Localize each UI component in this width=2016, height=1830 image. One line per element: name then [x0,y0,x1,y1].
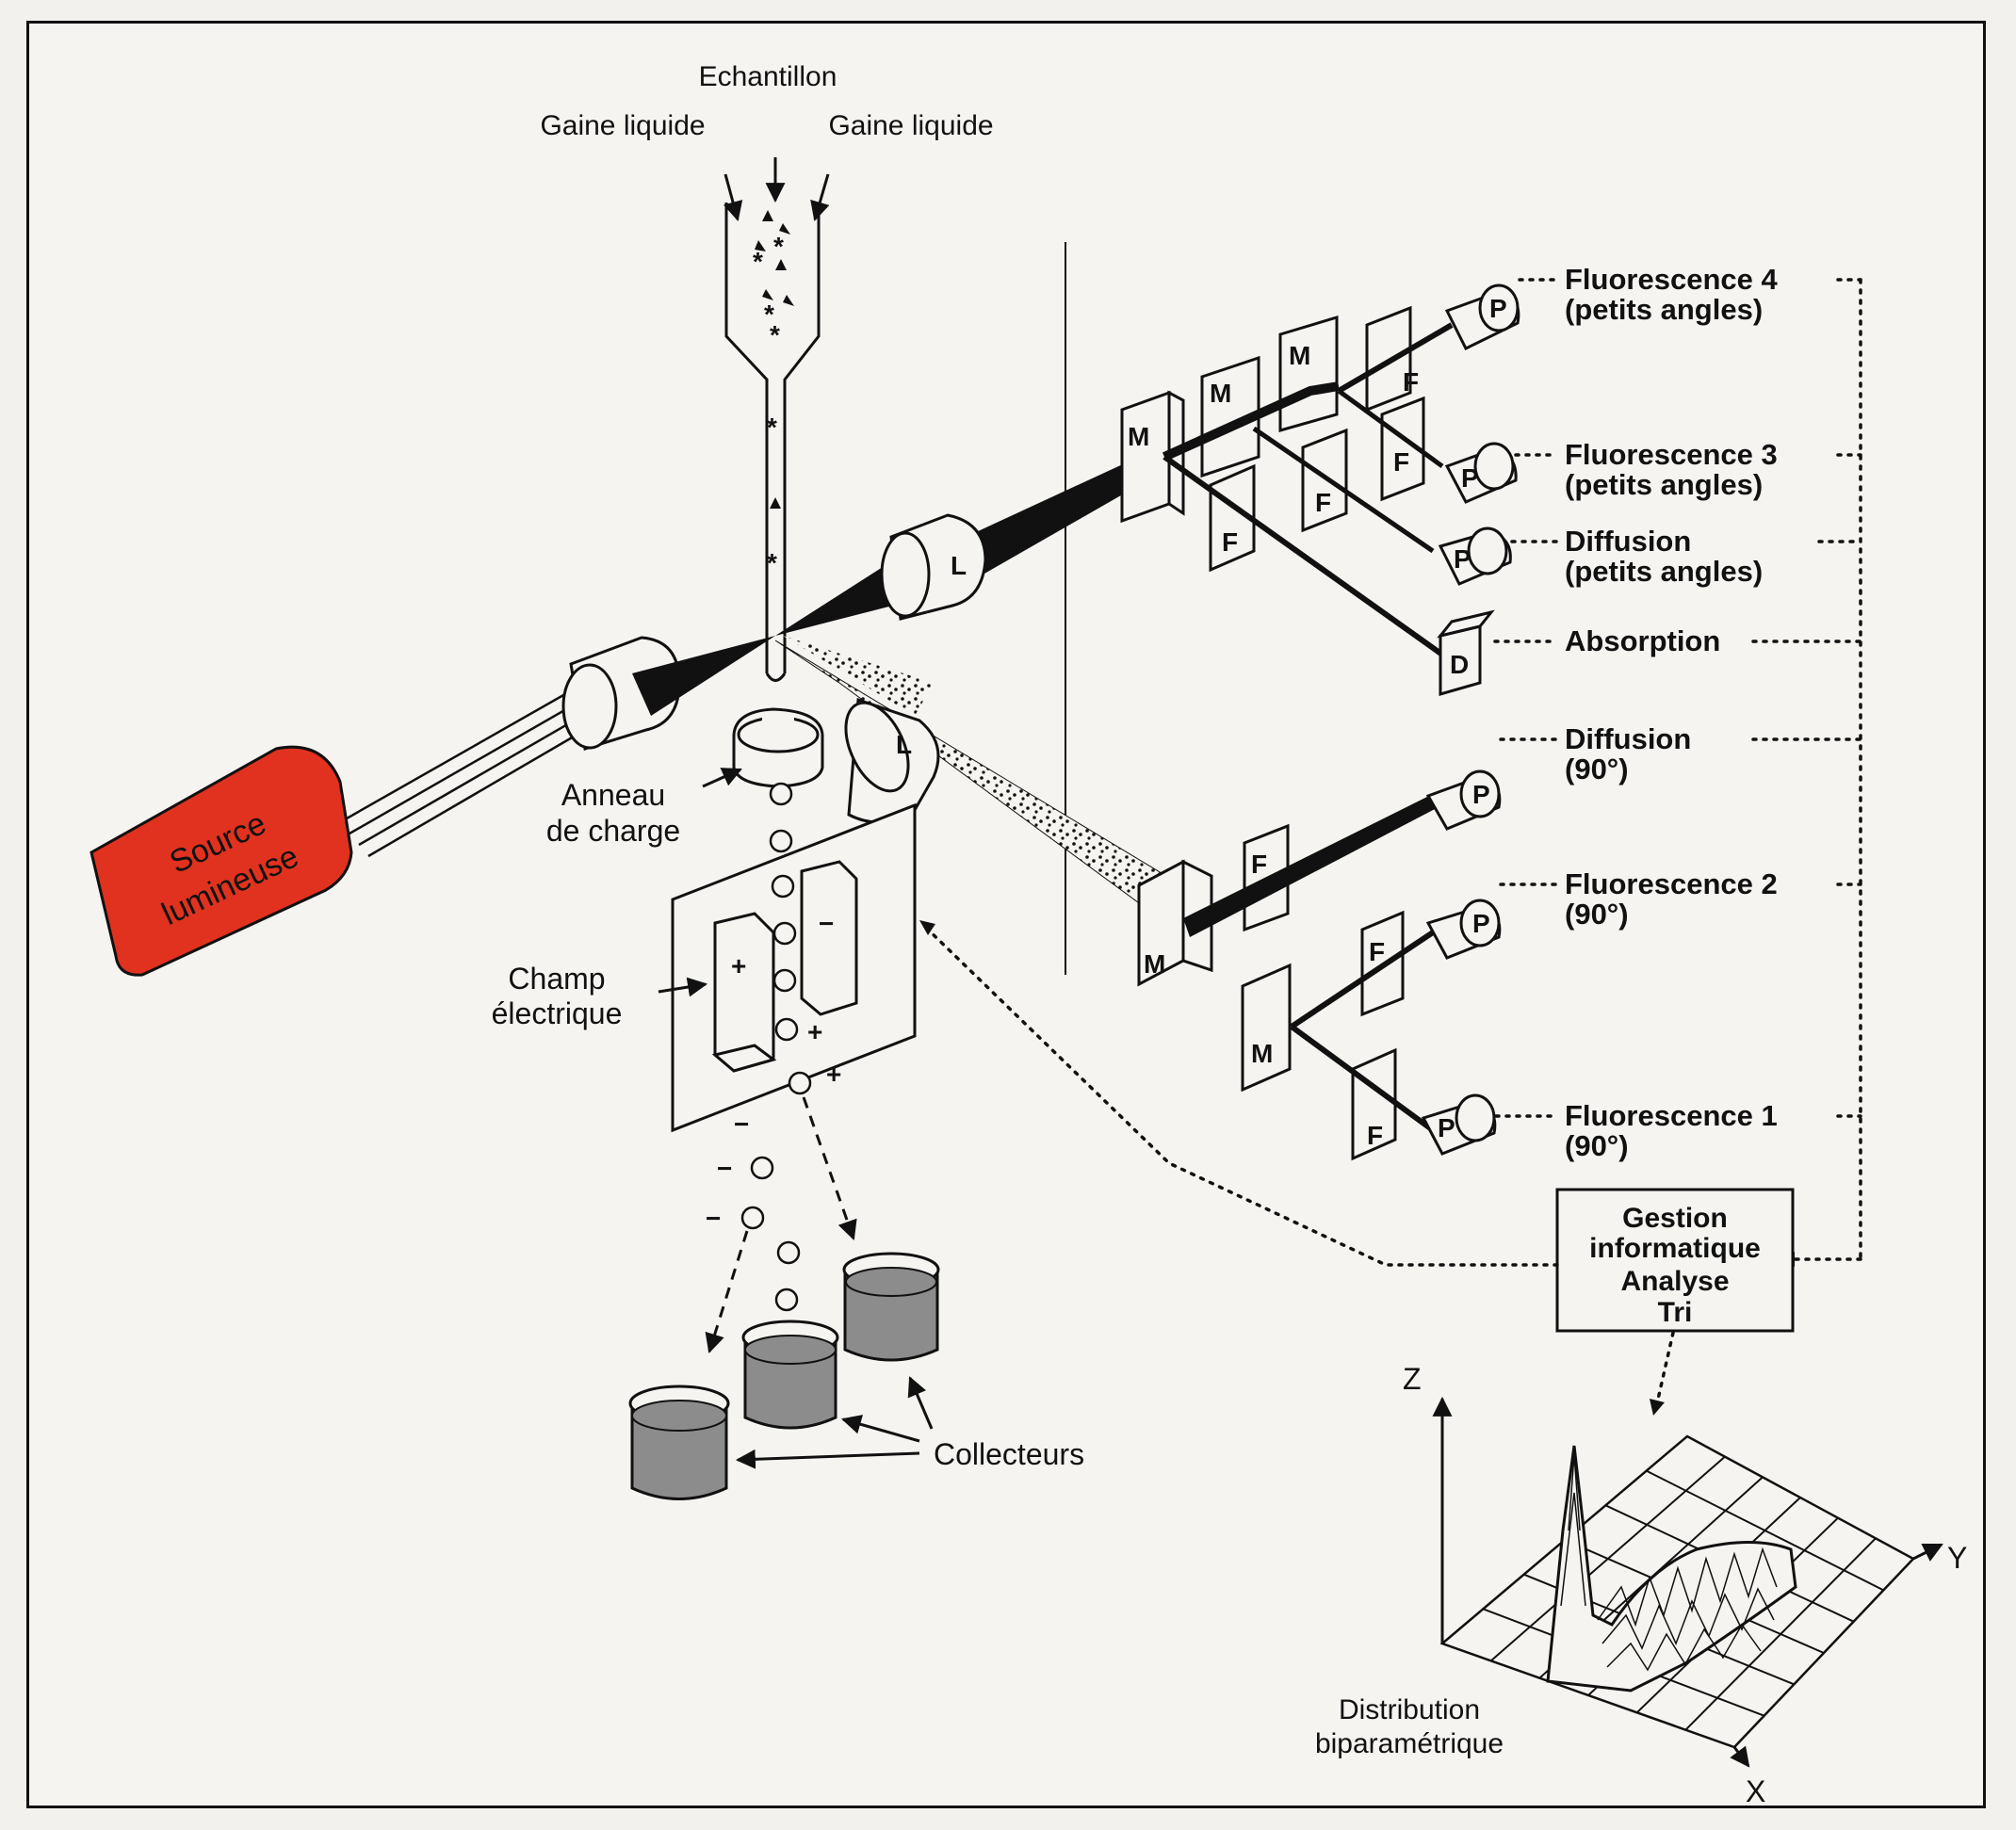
fluo2-label-2: (90°) [1565,898,1629,931]
sheath-left-label: Gaine liquide [540,110,705,141]
collector-2 [741,1320,839,1430]
detector-d-letter: D [1450,650,1469,679]
signal-labels: Fluorescence 4 (petits angles) Fluoresce… [1565,263,1778,1162]
lens-lower: L [844,697,940,824]
electric-field-plate: + − [671,802,917,1133]
light-source: Source lumineuse [89,681,609,977]
detector-p-fluo1-letter: P [1438,1113,1455,1142]
drop-plus-1: + [807,1017,822,1046]
filter-f-letter: F [1369,937,1385,966]
mirror-3-letter: M [1289,341,1310,370]
svg-text:*: * [753,247,763,276]
detector-p-fluo4-letter: P [1489,294,1507,323]
svg-text:*: * [773,232,784,261]
detector-p-diffusion-small: P [1438,526,1512,586]
fluo3-label-1: Fluorescence 3 [1565,438,1778,471]
mirror-5-letter: M [1251,1039,1273,1068]
svg-text:*: * [767,413,777,442]
computer-label-1: Gestion [1622,1203,1728,1234]
axis-x-label: X [1746,1774,1765,1806]
detector-p-fluo3: P [1444,442,1518,504]
diffusion90-label-2: (90°) [1565,753,1629,785]
filter-b-letter: F [1315,488,1331,517]
axis-y-label: Y [1947,1541,1967,1575]
detector-p-fluo2-letter: P [1472,909,1490,938]
charge-ring-label-1: Anneau [561,778,665,812]
lens-upper-letter: L [951,551,967,580]
charge-ring [732,707,824,788]
drop-minus-1: − [734,1109,749,1139]
detector-p-fluo2: P [1425,899,1502,960]
flow-nozzle: * * * * * * [723,157,830,682]
flow-cytometer-diagram: * * * * * * Echantillon Gaine liquide Ga… [89,61,1967,1806]
diffusion-small-label-2: (petits angles) [1565,555,1763,588]
filter-c-letter: F [1393,447,1409,477]
figure-frame: * * * * * * Echantillon Gaine liquide Ga… [26,21,1986,1808]
sheath-right-label: Gaine liquide [828,110,993,141]
computer-box: Gestion informatique Analyse Tri [1555,1188,1795,1333]
axis-z-label: Z [1403,1362,1422,1396]
minus-plate-sign: − [819,909,834,938]
collector-1 [628,1385,730,1500]
detector-p-diffusion90-letter: P [1472,780,1490,809]
focusing-lens [561,636,681,751]
detector-p-fluo4: P [1444,283,1520,351]
drop-plus-2: + [826,1060,841,1089]
distribution-plot: Z Y X Distribution biparamétrique [1315,1362,1967,1806]
filter-g-letter: F [1367,1121,1383,1150]
mirror-1-letter: M [1128,422,1149,451]
distribution-label-2: biparamétrique [1315,1728,1504,1759]
detector-d-absorption: D [1437,609,1495,696]
svg-text:*: * [770,320,780,349]
drop-minus-3: − [706,1204,721,1233]
computer-label-3: Analyse [1620,1266,1729,1297]
fluo4-label-2: (petits angles) [1565,293,1763,326]
plus-plate-sign: + [731,951,746,980]
lens-upper: L [880,513,987,621]
light-source-body [89,745,353,977]
fluo1-label-2: (90°) [1565,1129,1629,1162]
svg-text:*: * [764,300,774,329]
mirror-2-letter: M [1210,379,1231,408]
detector-p-diffusion-small-letter: P [1454,544,1471,574]
mirror-4-letter: M [1144,949,1165,979]
electric-field-label-1: Champ [508,962,605,996]
plot-grid-line [1684,1537,1877,1731]
lower-optics: M M F F F P P P [1137,769,1502,1161]
collectors-label: Collecteurs [934,1437,1084,1471]
charge-ring-label-2: de charge [546,814,680,848]
electric-field-label-2: électrique [492,996,623,1030]
filter-e-letter: F [1251,850,1267,879]
computer-label-4: Tri [1658,1297,1693,1328]
distribution-label-1: Distribution [1339,1694,1480,1725]
filter-d-letter: F [1403,367,1419,397]
detector-p-fluo3-letter: P [1461,463,1479,493]
sample-label: Echantillon [699,61,837,92]
filter-a-letter: F [1222,527,1238,557]
droplets [740,782,812,1359]
fluo3-label-2: (petits angles) [1565,468,1763,501]
collector-3 [842,1252,940,1362]
upper-optics: M M M F F F F P P [1120,283,1520,696]
fluo4-label-1: Fluorescence 4 [1565,263,1778,296]
detector-p-fluo1: P [1421,1093,1497,1156]
fluo2-label-1: Fluorescence 2 [1565,867,1778,900]
lens-lower-letter: L [896,730,912,759]
diffusion90-label-1: Diffusion [1565,722,1691,755]
absorption-label: Absorption [1565,624,1720,657]
fluo1-label-1: Fluorescence 1 [1565,1099,1778,1132]
diffusion-small-label-1: Diffusion [1565,525,1691,558]
detector-p-diffusion90: P [1425,769,1502,831]
svg-text:*: * [767,548,777,577]
computer-label-2: informatique [1589,1233,1761,1264]
drop-minus-2: − [717,1154,732,1183]
collectors [628,1252,940,1500]
distribution-peak [1546,1445,1797,1692]
